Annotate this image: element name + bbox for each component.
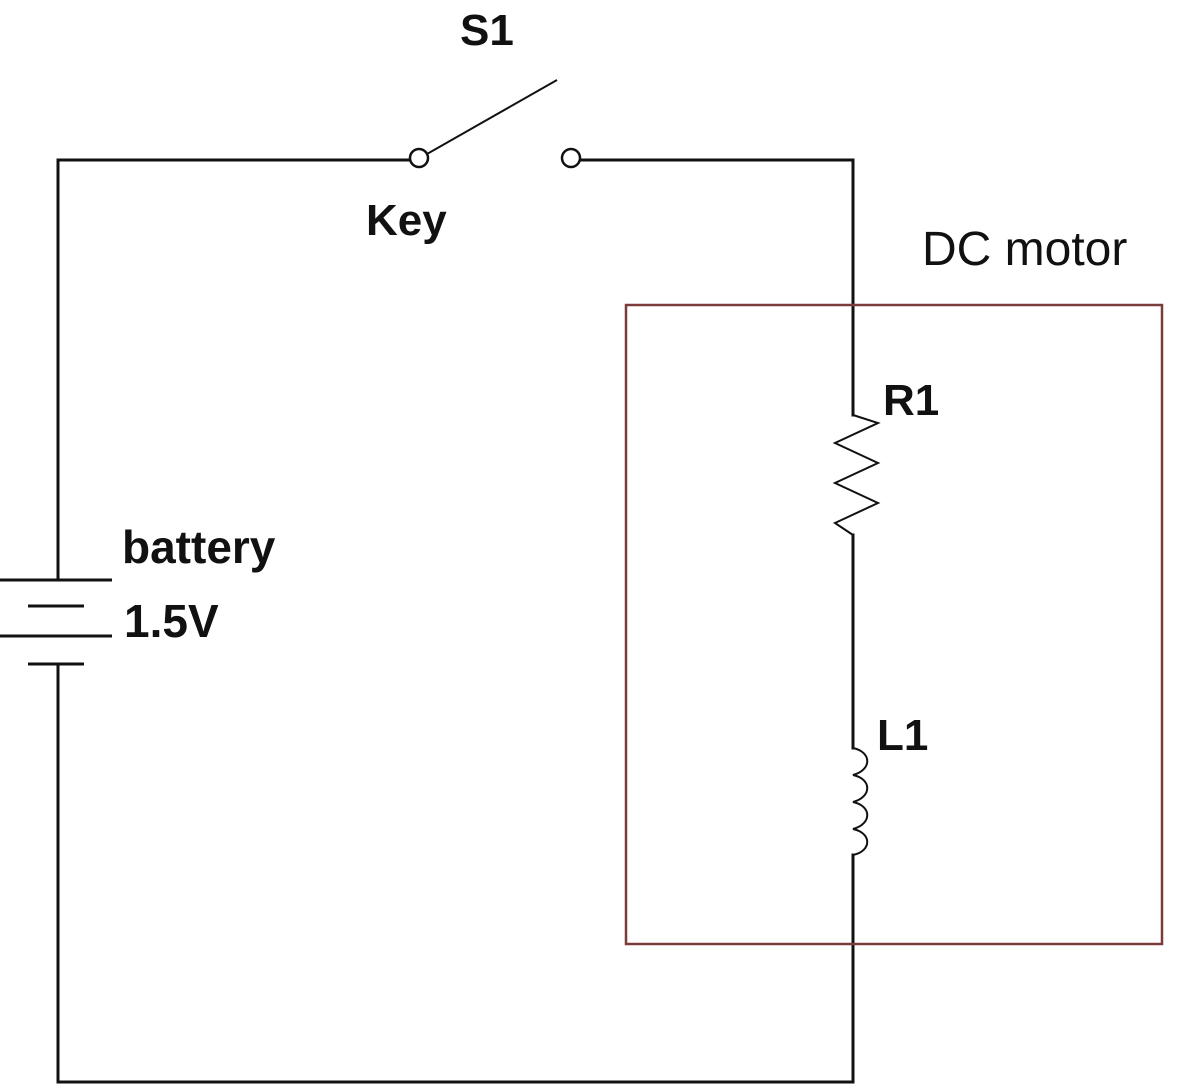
resistor-label: R1	[883, 376, 939, 425]
inductor-label: L1	[877, 711, 928, 760]
resistor-r1	[832, 414, 881, 536]
switch-s1	[408, 79, 582, 169]
dc-motor-box	[624, 303, 1164, 946]
switch-lever	[426, 79, 558, 155]
wire-bottom	[56, 663, 855, 1084]
battery-voltage-label: 1.5V	[124, 595, 219, 647]
wire-left-top	[56, 158, 412, 582]
switch-terminal-left	[408, 147, 430, 169]
battery-name-label: battery	[122, 521, 276, 573]
motor-label: DC motor	[922, 223, 1127, 276]
key-label: Key	[366, 196, 447, 245]
battery-symbol	[0, 578, 112, 666]
switch-label: S1	[460, 6, 514, 55]
circuit-wires	[56, 158, 855, 1084]
inductor-l1	[852, 747, 869, 856]
wire-right-top	[578, 158, 855, 417]
switch-terminal-right	[560, 147, 582, 169]
